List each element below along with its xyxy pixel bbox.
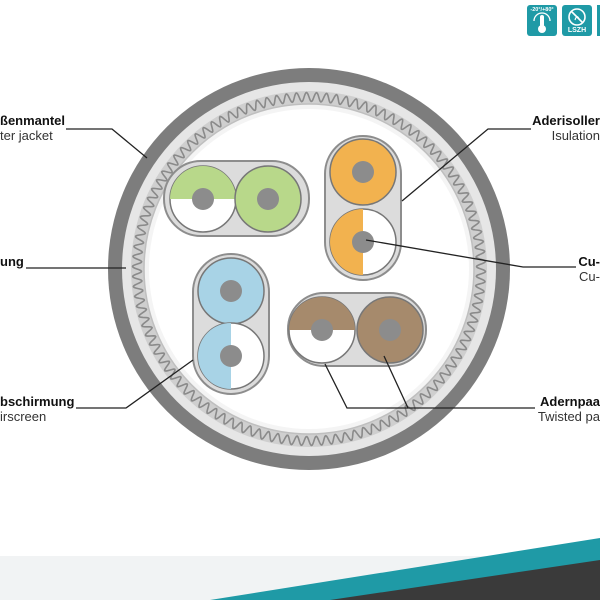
leader-lines xyxy=(26,128,576,409)
conductor-blue-white xyxy=(220,345,242,367)
leader-twisted-pair-2 xyxy=(324,363,408,409)
lszh-text: LSZH xyxy=(567,27,587,34)
badge-edge-partial xyxy=(597,5,600,36)
label-conductor: Cu- Cu- xyxy=(578,254,600,284)
insulation-stripe-green xyxy=(170,166,236,199)
temperature-range-text: -20°/+80° xyxy=(530,7,554,13)
label-overall-screen-de: ung xyxy=(0,254,24,269)
label-twisted-pair-de: Adernpaa xyxy=(540,394,600,409)
label-twisted-pair: Adernpaa Twisted pa xyxy=(538,394,600,424)
conductor-orange-white xyxy=(352,231,374,253)
leader-outer-jacket xyxy=(66,128,148,159)
temperature-badge: -20°/+80° xyxy=(527,5,557,36)
label-pair-screen-en: irscreen xyxy=(0,409,47,424)
conductor-blue xyxy=(220,280,242,302)
conductor-green-white xyxy=(192,188,214,210)
label-outer-jacket-de: ßenmantel xyxy=(0,113,66,128)
pair-blue xyxy=(192,253,270,395)
braid-waves xyxy=(131,91,487,447)
conductor-orange xyxy=(352,161,374,183)
cable-core xyxy=(149,109,469,429)
leader-insulation xyxy=(401,128,531,202)
insulation-stripe-brown xyxy=(289,297,355,330)
insulation-stripe-orange xyxy=(330,209,363,275)
thermometer-icon xyxy=(533,12,551,33)
label-insulation: Aderisoller Isulation xyxy=(532,113,600,143)
insulation-stripe-blue xyxy=(198,323,231,389)
label-outer-jacket-en: ter jacket xyxy=(0,128,53,143)
conductor-brown-white xyxy=(311,319,333,341)
conductor-green xyxy=(257,188,279,210)
no-halogen-icon xyxy=(568,8,586,26)
pair-orange xyxy=(324,135,402,281)
lszh-badge: LSZH xyxy=(562,5,592,36)
label-insulation-de: Aderisoller xyxy=(532,113,600,128)
leader-pair-screen xyxy=(76,359,194,409)
pair-brown xyxy=(287,292,427,367)
label-twisted-pair-en: Twisted pa xyxy=(537,409,600,424)
label-conductor-en: Cu- xyxy=(579,269,600,284)
braid-wave-line xyxy=(131,91,487,447)
label-pair-screen: bschirmung irscreen xyxy=(0,394,74,424)
leader-conductor xyxy=(365,239,576,268)
label-pair-screen-de: bschirmung xyxy=(0,394,75,409)
pair-green xyxy=(163,160,310,237)
label-outer-jacket: ßenmantel ter jacket xyxy=(0,113,65,143)
conductor-brown xyxy=(379,319,401,341)
label-insulation-en: Isulation xyxy=(551,128,600,143)
footer-dark-accent xyxy=(330,560,600,600)
label-overall-screen: ung xyxy=(0,254,24,269)
label-conductor-de: Cu- xyxy=(578,254,600,269)
